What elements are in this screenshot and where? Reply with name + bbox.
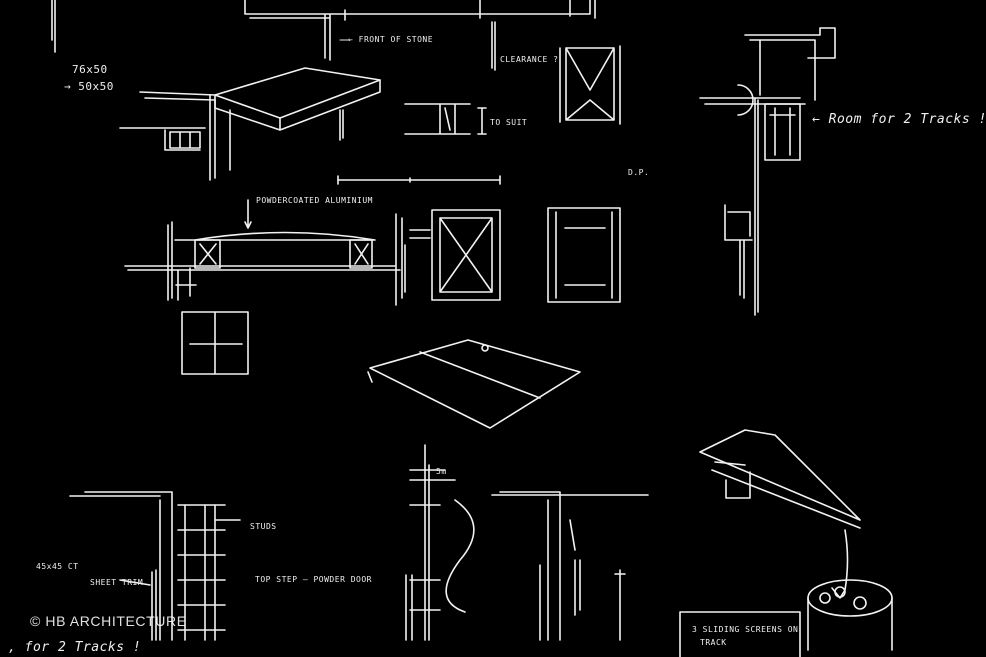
- sliding-note-2: TRACK: [700, 638, 727, 647]
- dims-note-2: → 50x50: [64, 80, 114, 93]
- clearance-note: CLEARANCE ?: [500, 55, 559, 64]
- window-elevation-sketch: [181, 311, 249, 375]
- copyright-watermark: © HB ARCHITECTURE: [30, 613, 187, 629]
- sliding-note: 3 SLIDING SCREENS ON: [692, 625, 799, 634]
- top-beam-sketch: [51, 0, 596, 71]
- step-section-sketch: [405, 444, 649, 641]
- box-perspective-sketch: [119, 67, 501, 185]
- to-suit-note: TO SUIT: [490, 118, 528, 127]
- dims-note: 76x50: [72, 63, 108, 76]
- roof-perspective-sketch: [679, 429, 893, 657]
- mullion-detail-sketch: [404, 103, 487, 135]
- triangle-panel-sketch: [559, 45, 621, 125]
- track-column-sketch: [699, 27, 836, 316]
- tracks-left-note: , for 2 Tracks !: [8, 640, 142, 655]
- powder-note: POWDERCOATED ALUMINIUM: [256, 196, 373, 205]
- window-section-sketch: [124, 199, 621, 306]
- left-dim-note: 45x45 CT: [36, 562, 79, 571]
- dp-note: D.P.: [628, 168, 650, 177]
- dim5-note: 5m: [436, 467, 447, 476]
- panel-perspective-sketch: [367, 339, 581, 429]
- studs-note: STUDS: [250, 522, 277, 531]
- wall-section-sketch: [69, 491, 241, 641]
- topstep-note: TOP STEP – POWDER DOOR: [255, 575, 372, 584]
- tracks-note: ← Room for 2 Tracks !: [812, 112, 986, 127]
- front-stone-note: ← FRONT OF STONE: [348, 35, 434, 44]
- sheet-note: SHEET TRIM: [90, 578, 144, 587]
